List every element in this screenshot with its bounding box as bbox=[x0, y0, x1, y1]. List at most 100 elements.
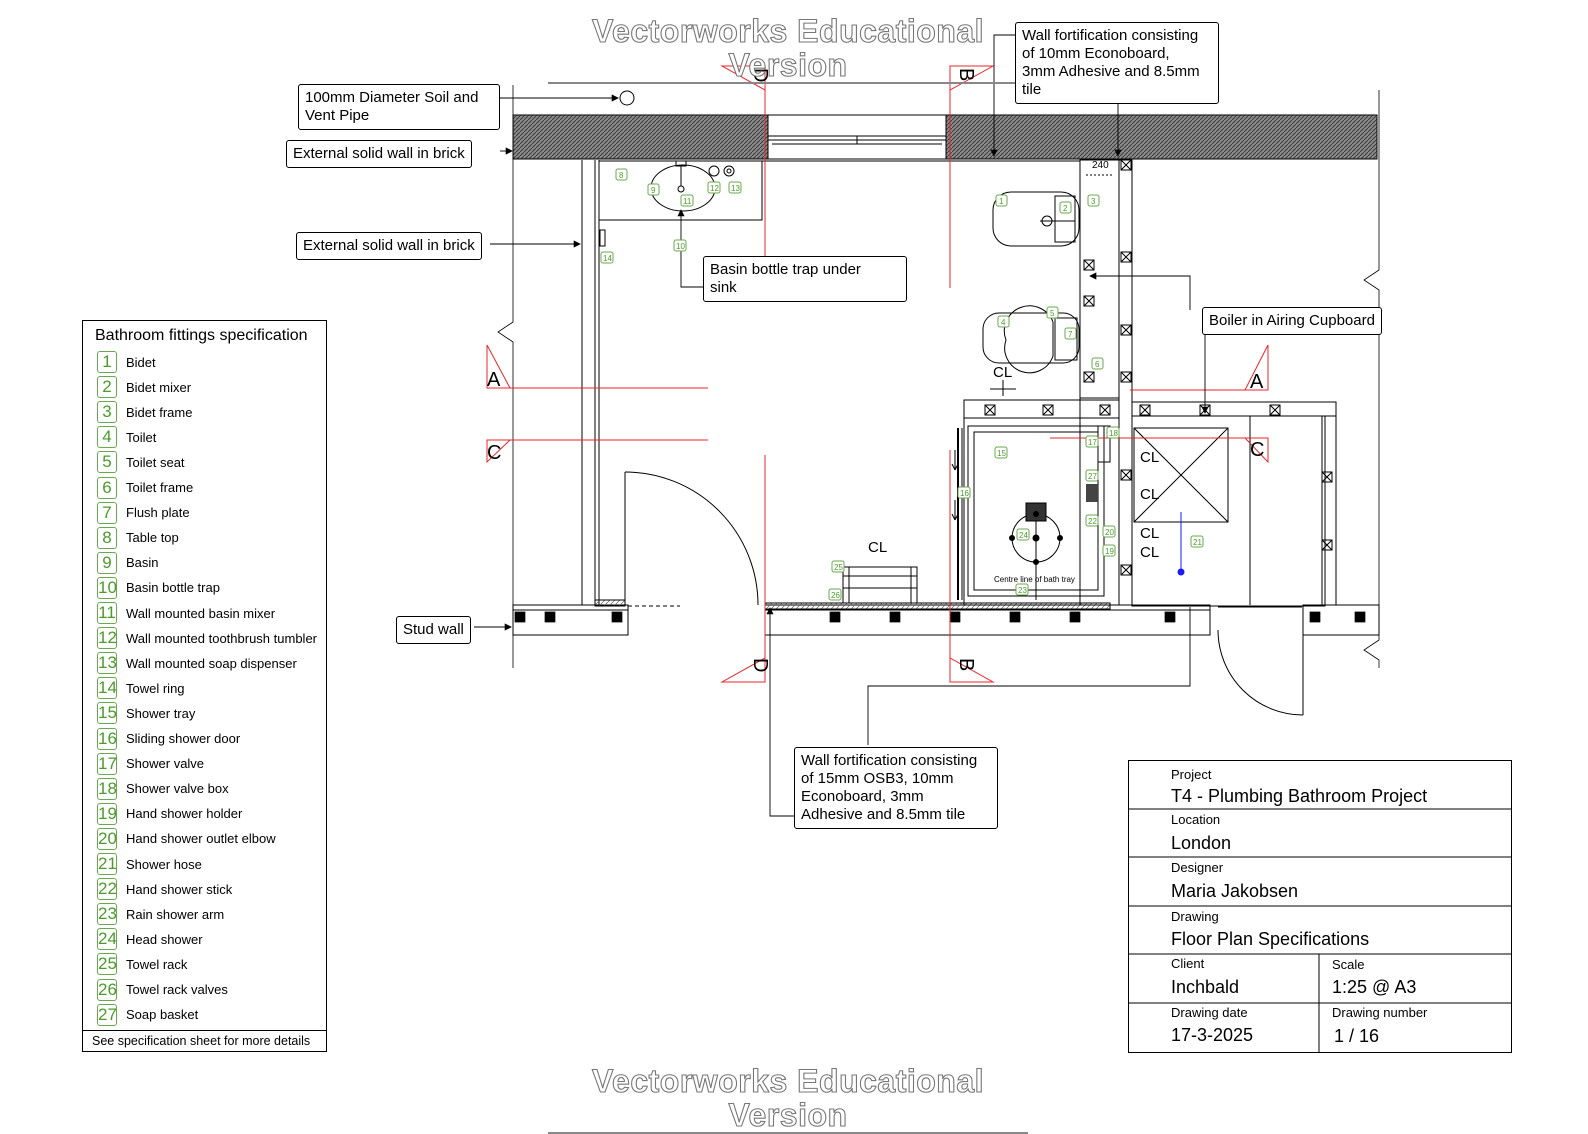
legend-item-number: 22 bbox=[97, 878, 117, 901]
legend-item-number: 5 bbox=[97, 451, 117, 474]
cl-label-shower-2: CL bbox=[1140, 486, 1159, 503]
section-lines bbox=[487, 68, 1268, 660]
tag-5: 5 bbox=[1046, 306, 1059, 319]
callout-basin-trap: Basin bottle trap under sink bbox=[703, 256, 907, 302]
legend-item-number: 3 bbox=[97, 401, 117, 424]
svg-text:14: 14 bbox=[603, 254, 612, 263]
legend-item-number: 7 bbox=[97, 501, 117, 524]
legend-item-number: 12 bbox=[97, 627, 117, 650]
legend-item-number: 8 bbox=[97, 526, 117, 549]
svg-text:7: 7 bbox=[1068, 330, 1073, 339]
svg-text:11: 11 bbox=[683, 197, 692, 206]
svg-text:10: 10 bbox=[676, 242, 685, 251]
tag-21: 21 bbox=[1190, 535, 1204, 548]
svg-text:8: 8 bbox=[619, 171, 624, 180]
external-brick-wall-right bbox=[945, 114, 1378, 160]
section-markers bbox=[486, 65, 1269, 683]
legend-item-label: Bidet mixer bbox=[126, 379, 192, 395]
towel-ring bbox=[599, 229, 606, 247]
dimension-240: 240 bbox=[1092, 160, 1109, 171]
project-value: T4 - Plumbing Bathroom Project bbox=[1171, 786, 1428, 806]
legend-item-label: Wall mounted toothbrush tumbler bbox=[126, 630, 318, 646]
section-b-top: B bbox=[955, 68, 977, 81]
cl-label-shower-4: CL bbox=[1140, 544, 1159, 561]
legend-item-label: Table top bbox=[126, 530, 179, 546]
tag-10: 10 bbox=[673, 239, 687, 252]
svg-text:24: 24 bbox=[1019, 531, 1028, 540]
legend-item-label: Bidet frame bbox=[126, 404, 193, 420]
legend-item-label: Head shower bbox=[126, 931, 203, 947]
legend-item-number: 18 bbox=[97, 777, 117, 800]
tag-11: 11 bbox=[680, 194, 694, 207]
legend-item-label: Hand shower holder bbox=[126, 806, 243, 822]
legend-title: Bathroom fittings specification bbox=[95, 327, 308, 344]
tag-4: 4 bbox=[997, 315, 1010, 328]
airing-cupboard bbox=[1131, 401, 1337, 607]
toilet bbox=[982, 305, 1080, 374]
svg-text:15: 15 bbox=[997, 449, 1006, 458]
watermark-bottom: Vectorworks Educational Version bbox=[548, 1063, 1028, 1134]
legend-item-label: Basin bottle trap bbox=[126, 580, 220, 596]
client-label: Client bbox=[1171, 956, 1205, 971]
legend-item-number: 26 bbox=[97, 978, 117, 1001]
svg-text:22: 22 bbox=[1088, 517, 1097, 526]
legend-item-number: 20 bbox=[97, 827, 117, 850]
tag-22: 22 bbox=[1085, 514, 1099, 527]
title-block-grid bbox=[1129, 808, 1511, 1052]
legend-item-number: 16 bbox=[97, 727, 117, 750]
cl-label-shower-1: CL bbox=[1140, 449, 1159, 466]
svg-text:25: 25 bbox=[834, 563, 843, 572]
cupboard-door bbox=[1217, 606, 1304, 716]
section-d-top: D bbox=[749, 68, 771, 82]
legend-item-number: 25 bbox=[97, 953, 117, 976]
svg-text:26: 26 bbox=[831, 591, 840, 600]
fitting-tags: 8 9 11 12 13 10 14 1 2 3 5 4 7 6 15 16 1… bbox=[600, 168, 1204, 601]
client-value: Inchbald bbox=[1171, 977, 1240, 997]
legend-item-label: Hand shower stick bbox=[126, 881, 233, 897]
stud-wall-studs bbox=[514, 611, 1366, 623]
cl-valve-symbol bbox=[990, 380, 1016, 396]
tag-15: 15 bbox=[994, 446, 1008, 459]
tag-16: 16 bbox=[957, 486, 971, 499]
svg-text:13: 13 bbox=[731, 184, 740, 193]
svg-text:18: 18 bbox=[1109, 429, 1118, 438]
legend-item-number: 2 bbox=[97, 376, 117, 399]
date-value: 17-3-2025 bbox=[1171, 1025, 1254, 1045]
legend-item-number: 23 bbox=[97, 903, 117, 926]
shower-enclosure bbox=[963, 399, 1120, 606]
legend-item-label: Soap basket bbox=[126, 1007, 199, 1023]
bath-tray-note: Centre line of bath tray bbox=[994, 575, 1075, 584]
drawing-number-value: 1 / 16 bbox=[1334, 1026, 1380, 1046]
tag-8: 8 bbox=[615, 168, 628, 181]
location-value: London bbox=[1171, 833, 1232, 853]
callout-boiler: Boiler in Airing Cupboard bbox=[1202, 307, 1382, 335]
legend-item: 12 Wall mounted toothbrush tumbler bbox=[97, 627, 318, 650]
bathroom-door bbox=[624, 471, 759, 607]
callout-soil-pipe: 100mm Diameter Soil and Vent Pipe bbox=[298, 84, 500, 130]
legend-item: 2 Bidet mixer bbox=[97, 376, 192, 399]
tag-2: 2 bbox=[1059, 201, 1072, 214]
legend-item-label: Toilet seat bbox=[126, 454, 185, 470]
legend-item-label: Sliding shower door bbox=[126, 731, 241, 746]
legend-item-label: Shower hose bbox=[126, 856, 202, 872]
legend-item-label: Shower valve bbox=[126, 756, 205, 772]
legend-item-number: 6 bbox=[97, 476, 117, 499]
tag-1: 1 bbox=[995, 194, 1008, 207]
svg-text:4: 4 bbox=[1001, 318, 1006, 327]
svg-text:9: 9 bbox=[651, 186, 656, 195]
tag-19: 19 bbox=[1102, 544, 1116, 557]
toilet-partition-wall bbox=[1079, 159, 1133, 606]
tag-23: 23 bbox=[1015, 583, 1029, 596]
cl-label-shower-3: CL bbox=[1140, 525, 1159, 542]
legend-item-label: Towel rack bbox=[126, 956, 188, 972]
project-label: Project bbox=[1171, 767, 1212, 782]
svg-text:20: 20 bbox=[1105, 528, 1114, 537]
legend-footer: See specification sheet for more details bbox=[83, 1030, 326, 1051]
tag-26: 26 bbox=[828, 588, 842, 601]
shower-head bbox=[1009, 502, 1063, 600]
svg-text:27: 27 bbox=[1088, 472, 1097, 481]
